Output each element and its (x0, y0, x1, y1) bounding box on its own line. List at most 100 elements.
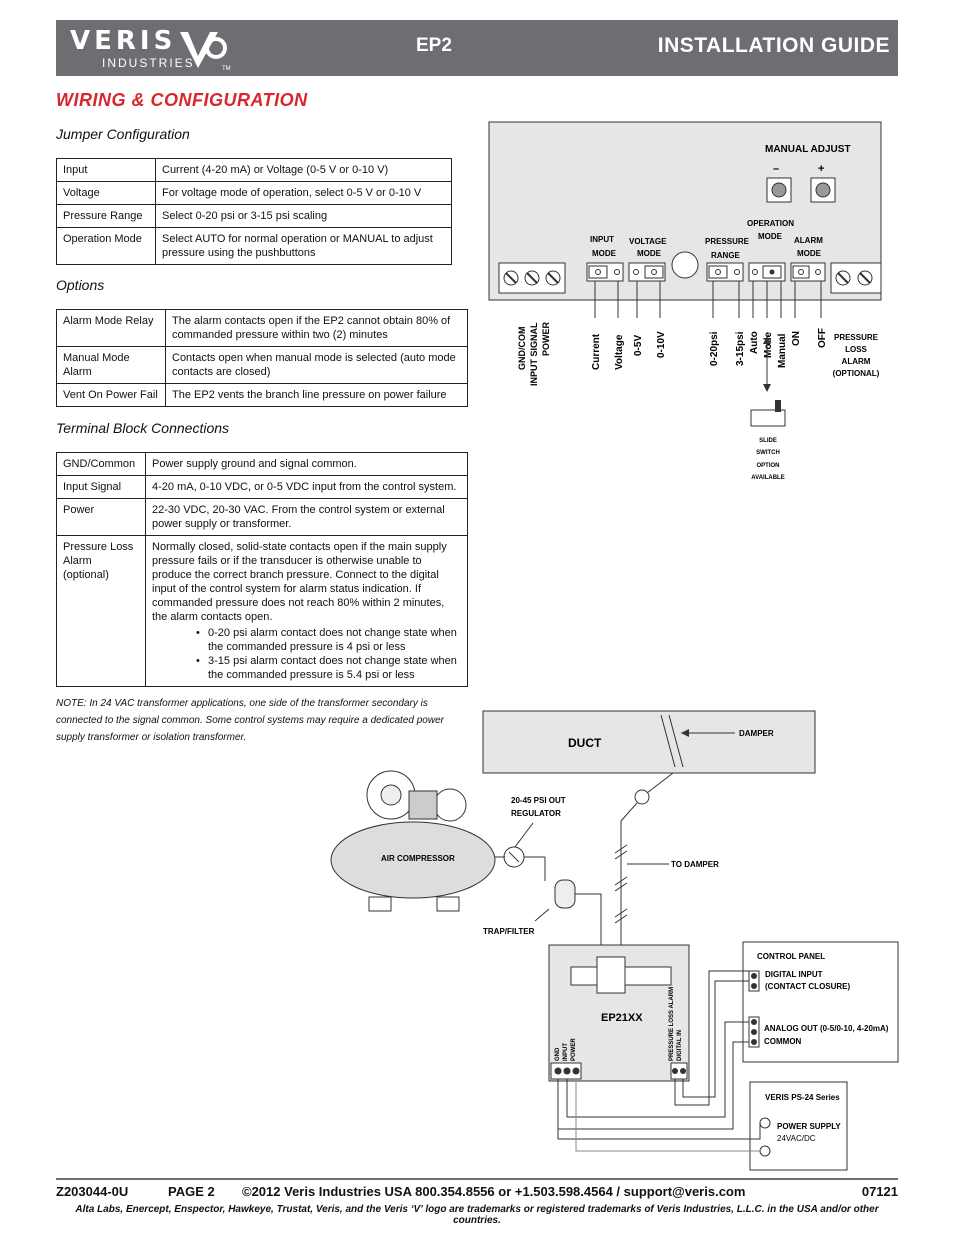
options-heading: Options (56, 277, 105, 293)
input-mode-label-2: MODE (592, 249, 617, 258)
to-damper-label: TO DAMPER (671, 860, 719, 869)
table-value: Contacts open when manual mode is select… (165, 346, 468, 384)
digital-input-label-2: (CONTACT CLOSURE) (765, 982, 851, 991)
pressure-loss-label-2: LOSS (845, 345, 867, 354)
pressure-loss-text: Normally closed, solid-state contacts op… (152, 541, 447, 623)
duct-label: DUCT (568, 736, 602, 750)
pin-label: 0-10V (656, 331, 667, 358)
operation-mode-label: OPERATION (747, 219, 794, 228)
pin-label: 0-5V (633, 335, 644, 356)
table-value: 4-20 mA, 0-10 VDC, or 0-5 VDC input from… (145, 475, 468, 499)
compressor-motor-icon (433, 788, 467, 822)
table-value: Normally closed, solid-state contacts op… (145, 535, 468, 687)
jumper-heading: Jumper Configuration (56, 126, 190, 142)
pin-label: Current (591, 333, 602, 370)
ep21xx-label: EP21XX (601, 1012, 643, 1024)
trap-filter-label: TRAP/FILTER (483, 927, 535, 936)
bullet-list: 0-20 psi alarm contact does not change s… (196, 626, 461, 682)
pressure-loss-label-3: ALARM (842, 357, 871, 366)
list-item: 0-20 psi alarm contact does not change s… (196, 626, 461, 654)
table-key: Input (56, 158, 156, 182)
alarm-mode-label-2: MODE (797, 249, 822, 258)
minus-button-icon (771, 182, 787, 198)
board-diagram: MANUAL ADJUST – + INPUT MODE VOLTAGE MOD… (488, 121, 882, 481)
logo-subtext: INDUSTRIES (102, 56, 195, 70)
table-key: Input Signal (56, 475, 146, 499)
section-title: WIRING & CONFIGURATION (56, 90, 308, 110)
pin-label: ON (791, 331, 802, 346)
installation-diagram: DUCT DAMPER TO DAMPER 20-45 PSI OUT REGU… (330, 710, 899, 1171)
pressure-range-label-2: RANGE (711, 251, 741, 260)
voltage-mode-label: VOLTAGE (629, 237, 667, 246)
veris-v-icon: TM (180, 32, 231, 72)
transformer-note: NOTE: In 24 VAC transformer applications… (56, 698, 444, 743)
page-number: PAGE 2 (168, 1184, 215, 1199)
alarm-mode-jumper (790, 262, 826, 282)
air-compressor-label: AIR COMPRESSOR (381, 854, 455, 863)
potentiometer-icon (671, 251, 699, 279)
operation-mode-label-2: MODE (758, 232, 783, 241)
input-mode-label: INPUT (590, 235, 614, 244)
voltage-mode-jumper (628, 262, 666, 282)
doc-code: 07121 (861, 1184, 898, 1199)
regulator-label-2: REGULATOR (511, 809, 561, 818)
copyright: ©2012 Veris Industries USA 800.354.8556 … (242, 1184, 746, 1199)
left-term-label: INPUT SIGNAL (529, 322, 539, 386)
table-value: The EP2 vents the branch line pressure o… (165, 383, 468, 407)
trap-filter-icon (554, 879, 576, 909)
veris-logo: VERIS INDUSTRIES TM (66, 26, 266, 72)
air-compressor-tank (330, 821, 496, 899)
digital-input-label: DIGITAL INPUT (765, 970, 823, 979)
power-supply-label-2: 24VAC/DC (777, 1134, 816, 1143)
ep-right-label: PRESSURE LOSS ALARM (669, 987, 675, 1061)
terminal-heading: Terminal Block Connections (56, 420, 230, 436)
table-value: For voltage mode of operation, select 0-… (155, 181, 452, 205)
actuator-icon (634, 789, 650, 805)
header-bar: VERIS INDUSTRIES TM EP2 INSTALLATION GUI… (56, 20, 898, 76)
logo-text: VERIS (70, 26, 177, 56)
pin-label: 3-15psi (735, 331, 746, 366)
table-key: Pressure Range (56, 204, 156, 228)
left-term-label: GND/COM (517, 327, 527, 371)
table-key: Alarm Mode Relay (56, 309, 166, 347)
minus-label: – (773, 163, 779, 175)
pin-label: Voltage (614, 334, 625, 370)
pin-label: Auto (749, 331, 760, 354)
logo-tm: TM (222, 66, 231, 72)
pressure-loss-label: PRESSURE (834, 333, 879, 342)
pressure-loss-label-4: (OPTIONAL) (833, 369, 880, 378)
table-value: Current (4-20 mA) or Voltage (0-5 V or 0… (155, 158, 452, 182)
control-panel (742, 941, 899, 1063)
table-value: Select AUTO for normal operation or MANU… (155, 227, 452, 265)
table-key: Manual Mode Alarm (56, 346, 166, 384)
left-term-label: POWER (541, 321, 551, 356)
damper-icon (660, 714, 676, 768)
control-panel-label: CONTROL PANEL (757, 952, 825, 961)
table-key: Voltage (56, 181, 156, 205)
plus-button-icon (815, 182, 831, 198)
table-row: Pressure Loss Alarm (optional) Normally … (56, 535, 468, 687)
voltage-mode-label-2: MODE (637, 249, 662, 258)
pin-label: Manual (777, 333, 788, 368)
table-value: The alarm contacts open if the EP2 canno… (165, 309, 468, 347)
slide-switch-label: SLIDE (759, 438, 777, 444)
table-key: Vent On Power Fail (56, 383, 166, 407)
analog-out-label: ANALOG OUT (0-5/0-10, 4-20mA) (764, 1024, 889, 1033)
slide-switch-label-4: AVAILABLE (751, 475, 784, 481)
manual-adjust-label: MANUAL ADJUST (765, 144, 851, 155)
power-supply-label: POWER SUPPLY (777, 1122, 841, 1131)
table-value: Select 0-20 psi or 3-15 psi scaling (155, 204, 452, 228)
table-key: Pressure Loss Alarm (optional) (56, 535, 146, 687)
footer: Z203044-0U PAGE 2 ©2012 Veris Industries… (56, 1178, 898, 1226)
slide-switch-icon (750, 409, 786, 427)
ep-left-label: INPUT (563, 1043, 569, 1061)
